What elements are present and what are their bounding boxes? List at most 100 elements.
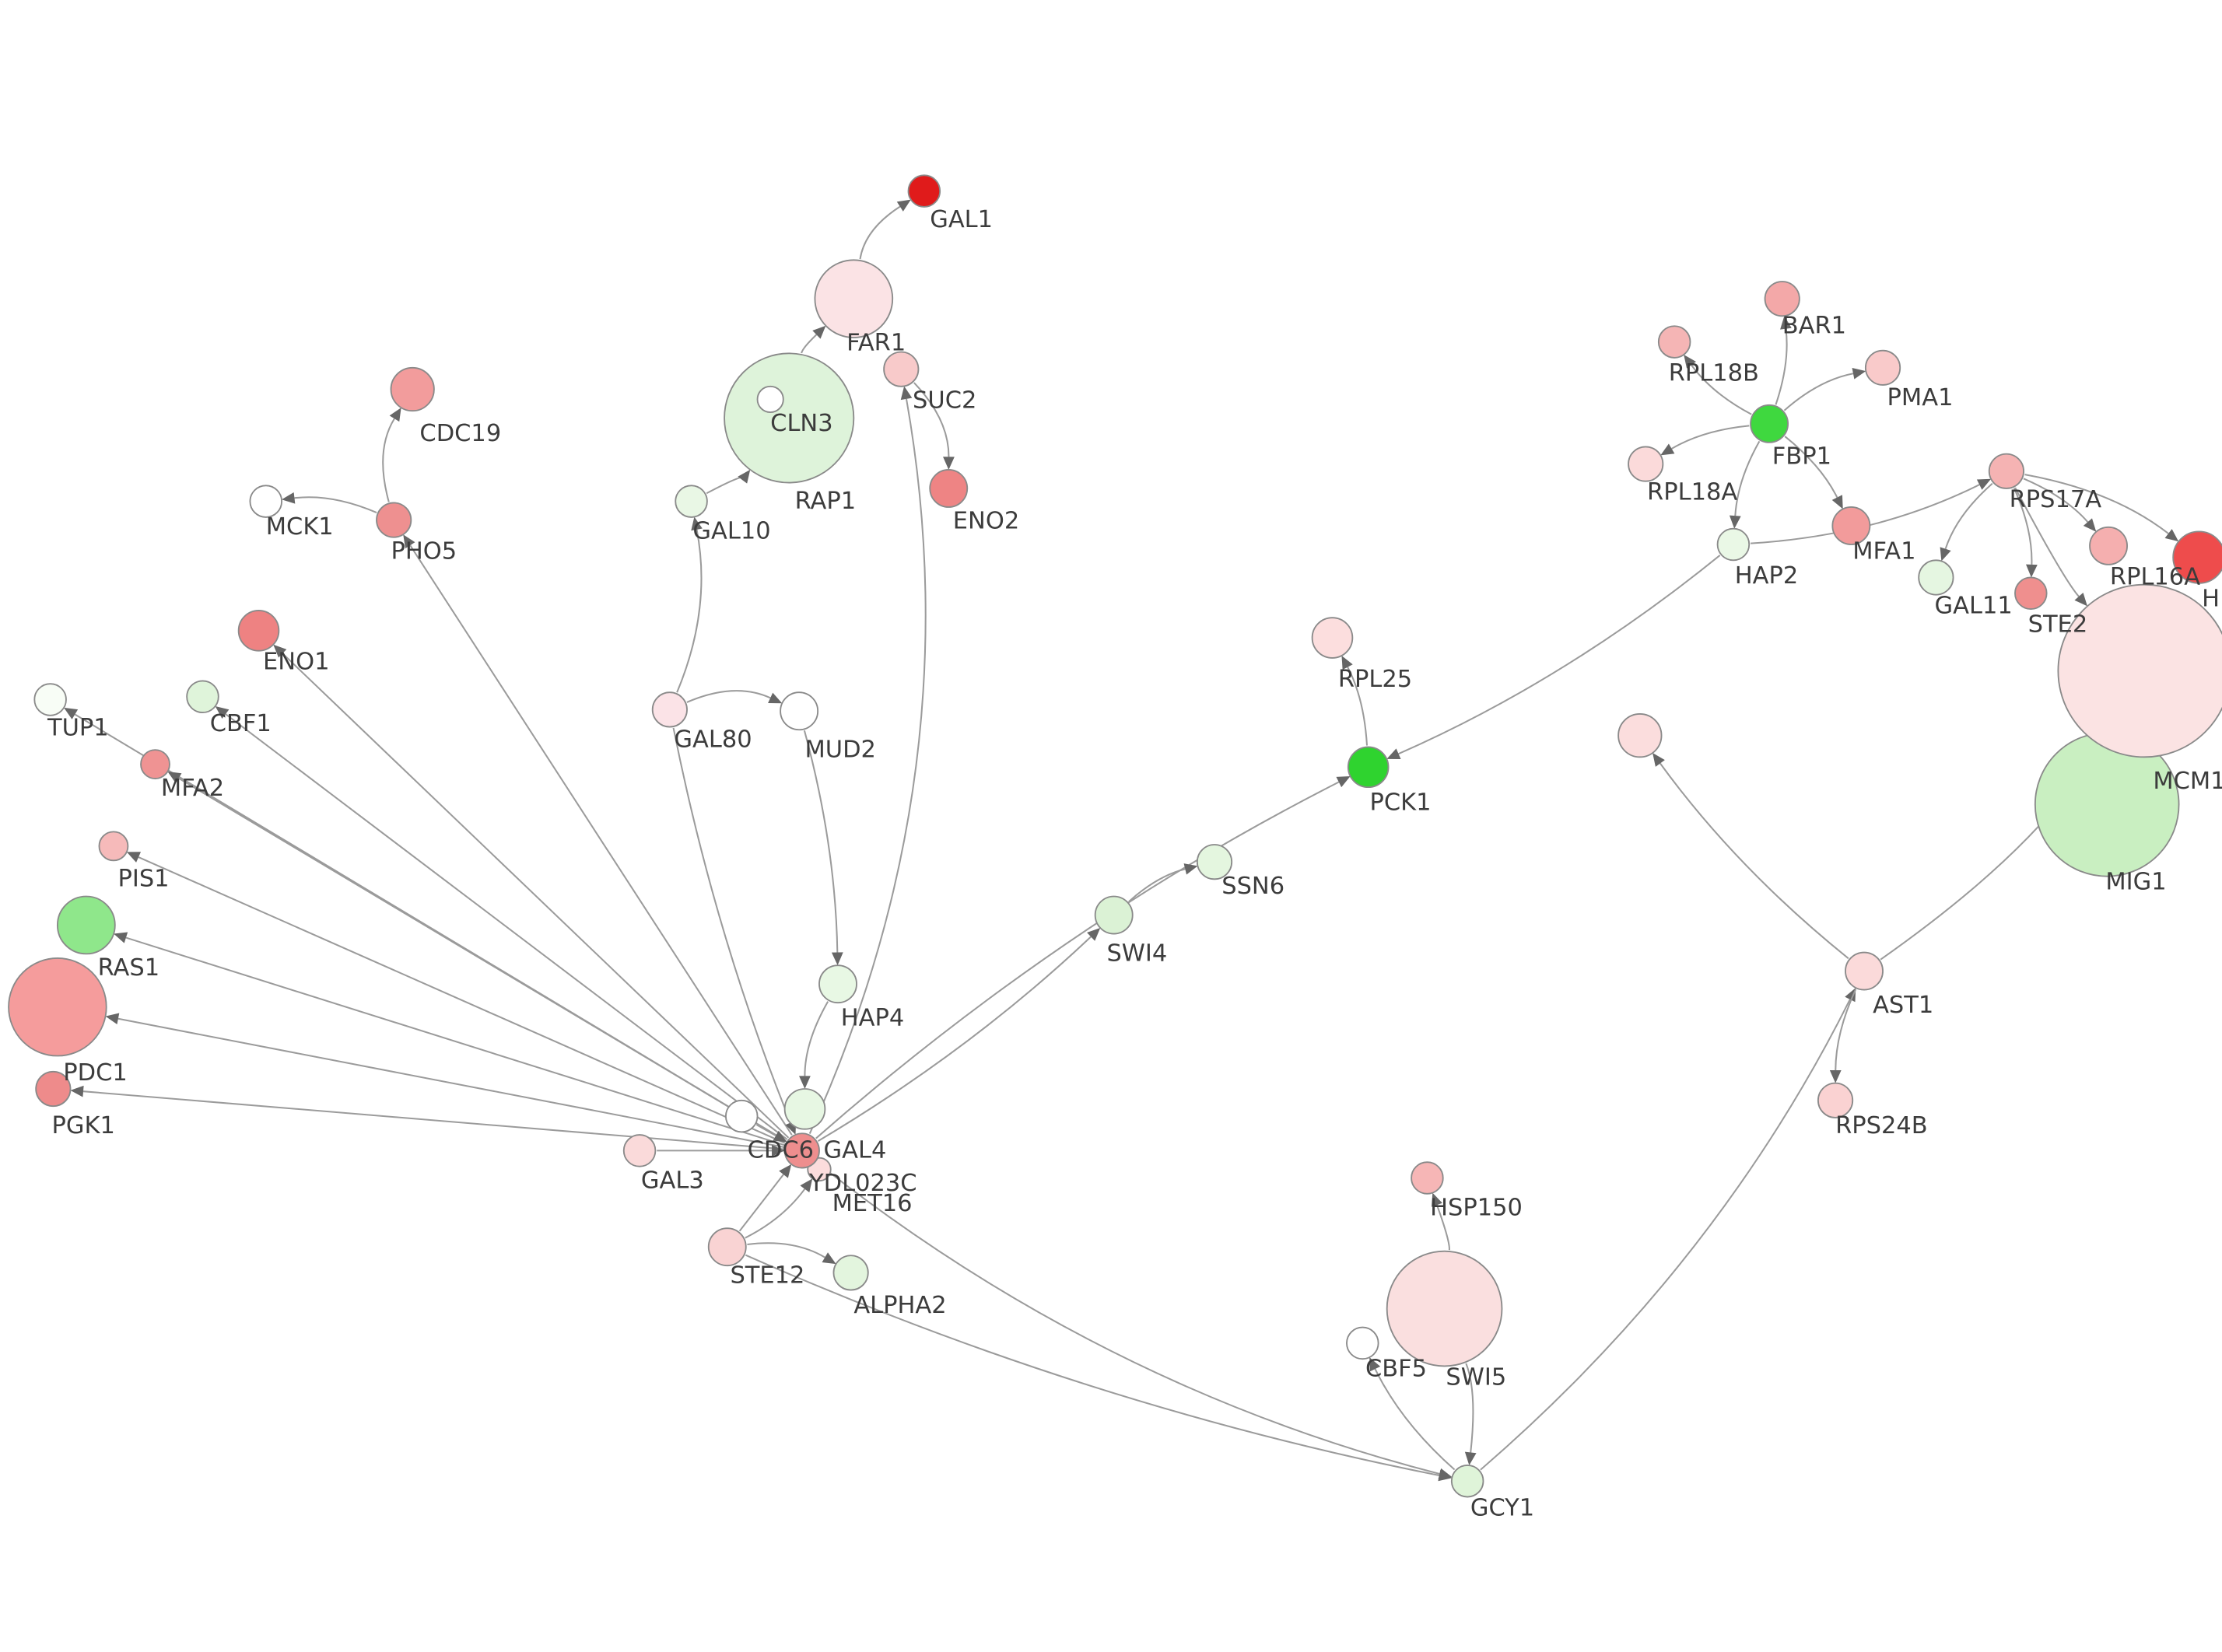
node-suc2[interactable] bbox=[883, 351, 920, 387]
edge-cdc6-gal4[interactable] bbox=[755, 1124, 787, 1143]
edge-ast1-rps24b[interactable] bbox=[1829, 989, 1857, 1083]
edge-swi5-gcy1[interactable] bbox=[1464, 1363, 1477, 1466]
node-pho5[interactable] bbox=[376, 502, 412, 538]
edge-rps17a-rpl16a[interactable] bbox=[2023, 478, 2097, 532]
edge-gal4-swi4[interactable] bbox=[817, 928, 1101, 1142]
edge-hap4-ydl023c[interactable] bbox=[799, 1001, 829, 1089]
edge-line[interactable] bbox=[1671, 425, 1750, 450]
node-gal11[interactable] bbox=[1918, 559, 1954, 596]
edge-gal4-pho5[interactable] bbox=[403, 534, 793, 1136]
edge-gal80-gal10[interactable] bbox=[676, 516, 703, 693]
edge-line[interactable] bbox=[859, 205, 901, 260]
node-ydl023c[interactable] bbox=[783, 1088, 826, 1130]
edge-line[interactable] bbox=[2023, 478, 2089, 523]
node-bar1[interactable] bbox=[1764, 281, 1800, 317]
node-pgk1[interactable] bbox=[35, 1070, 72, 1108]
node-alpha2[interactable] bbox=[832, 1255, 869, 1291]
node-rpl16a[interactable] bbox=[2089, 526, 2128, 565]
node-tup1[interactable] bbox=[33, 683, 67, 716]
node-rpl18a[interactable] bbox=[1628, 446, 1664, 482]
edge-fbp1-bar1[interactable] bbox=[1775, 316, 1792, 405]
edge-ast1-unlabeled[interactable] bbox=[1652, 753, 1849, 960]
edge-line[interactable] bbox=[282, 653, 790, 1139]
edge-gal4-pgk1[interactable] bbox=[70, 1085, 783, 1150]
edge-line[interactable] bbox=[82, 1090, 783, 1150]
edge-line[interactable] bbox=[745, 1188, 806, 1239]
edge-line[interactable] bbox=[745, 1254, 1440, 1477]
edge-far1-gal1[interactable] bbox=[859, 199, 911, 260]
edge-line[interactable] bbox=[808, 398, 927, 1134]
node-pdc1[interactable] bbox=[8, 957, 107, 1057]
edge-line[interactable] bbox=[747, 1242, 825, 1258]
edge-gal4-pck1[interactable] bbox=[815, 775, 1351, 1139]
edge-swi4-ssn6[interactable] bbox=[1128, 863, 1198, 902]
edge-line[interactable] bbox=[1398, 555, 1721, 755]
edge-line[interactable] bbox=[801, 334, 818, 354]
edge-gal4-gcy1[interactable] bbox=[816, 1161, 1453, 1480]
node-eno1[interactable] bbox=[237, 610, 280, 652]
edge-cln3-far1[interactable] bbox=[801, 325, 826, 354]
node-mck1[interactable] bbox=[249, 485, 283, 518]
node-hsp150[interactable] bbox=[1411, 1161, 1444, 1195]
node-rps24b[interactable] bbox=[1817, 1082, 1854, 1118]
edge-line[interactable] bbox=[803, 730, 839, 953]
node-ste2[interactable] bbox=[2014, 576, 2048, 611]
edge-line[interactable] bbox=[1347, 667, 1369, 746]
node-hap4[interactable] bbox=[818, 964, 857, 1004]
edge-hap2-pck1[interactable] bbox=[1386, 555, 1721, 759]
edge-line[interactable] bbox=[676, 529, 703, 693]
edge-ste12-alpha2[interactable] bbox=[747, 1242, 836, 1265]
edge-gal4-pdc1[interactable] bbox=[105, 1013, 784, 1148]
edge-line[interactable] bbox=[1374, 1368, 1456, 1471]
node-ssn6[interactable] bbox=[1196, 844, 1233, 880]
edge-line[interactable] bbox=[225, 713, 788, 1140]
edge-rps17a-mcm1[interactable] bbox=[2014, 487, 2087, 607]
node-eno2[interactable] bbox=[929, 469, 969, 508]
node-mfa2[interactable] bbox=[140, 749, 170, 779]
node-gal3[interactable] bbox=[622, 1134, 657, 1167]
edge-gal80-mud2[interactable] bbox=[686, 690, 783, 704]
edge-line[interactable] bbox=[1783, 373, 1854, 411]
node-his4[interactable] bbox=[2172, 530, 2222, 584]
edge-gal4-ras1[interactable] bbox=[114, 932, 785, 1146]
node-rpl18b[interactable] bbox=[1657, 325, 1691, 359]
edge-line[interactable] bbox=[409, 544, 793, 1136]
edge-fbp1-rpl18b[interactable] bbox=[1684, 354, 1752, 415]
edge-line[interactable] bbox=[686, 690, 771, 703]
node-cbf5[interactable] bbox=[1346, 1326, 1379, 1360]
edge-line[interactable] bbox=[1750, 484, 1980, 544]
node-gcy1[interactable] bbox=[1450, 1464, 1484, 1498]
edge-line[interactable] bbox=[1465, 1363, 1474, 1453]
edge-line[interactable] bbox=[1734, 440, 1761, 516]
edge-fbp1-pma1[interactable] bbox=[1783, 367, 1866, 411]
edge-line[interactable] bbox=[1480, 999, 1851, 1471]
edge-line[interactable] bbox=[138, 856, 786, 1144]
edge-ste12-met16[interactable] bbox=[745, 1178, 813, 1239]
edge-line[interactable] bbox=[382, 418, 395, 502]
edge-line[interactable] bbox=[125, 936, 785, 1146]
edge-gal4-mfa2[interactable] bbox=[167, 772, 787, 1142]
node-ste12[interactable] bbox=[707, 1227, 747, 1267]
node-rap1[interactable] bbox=[756, 385, 784, 413]
edge-rps17a-ste2[interactable] bbox=[2013, 488, 2038, 578]
node-cbf1[interactable] bbox=[186, 680, 219, 714]
edge-pho5-mck1[interactable] bbox=[281, 492, 377, 514]
edge-line[interactable] bbox=[1835, 989, 1857, 1070]
edge-gcy1-ast1[interactable] bbox=[1480, 988, 1856, 1471]
edge-gal10-cln3[interactable] bbox=[706, 469, 751, 495]
edge-line[interactable] bbox=[2014, 487, 2080, 597]
edge-fbp1-mfa1[interactable] bbox=[1784, 436, 1843, 509]
node-gal10[interactable] bbox=[675, 485, 708, 518]
edge-gal3-gal4[interactable] bbox=[657, 1145, 785, 1157]
edge-ste12-gal4[interactable] bbox=[738, 1164, 792, 1232]
edge-pho5-cdc19[interactable] bbox=[382, 408, 401, 502]
node-cln3[interactable] bbox=[724, 352, 855, 484]
edge-gal4-cbf1[interactable] bbox=[215, 706, 788, 1140]
edge-gal80-gal4[interactable] bbox=[672, 727, 797, 1135]
node-swi5[interactable] bbox=[1386, 1250, 1503, 1367]
edge-line[interactable] bbox=[913, 382, 950, 457]
edge-line[interactable] bbox=[294, 496, 377, 514]
edge-line[interactable] bbox=[1784, 436, 1838, 499]
edge-line[interactable] bbox=[1128, 868, 1186, 902]
edge-line[interactable] bbox=[672, 727, 792, 1123]
